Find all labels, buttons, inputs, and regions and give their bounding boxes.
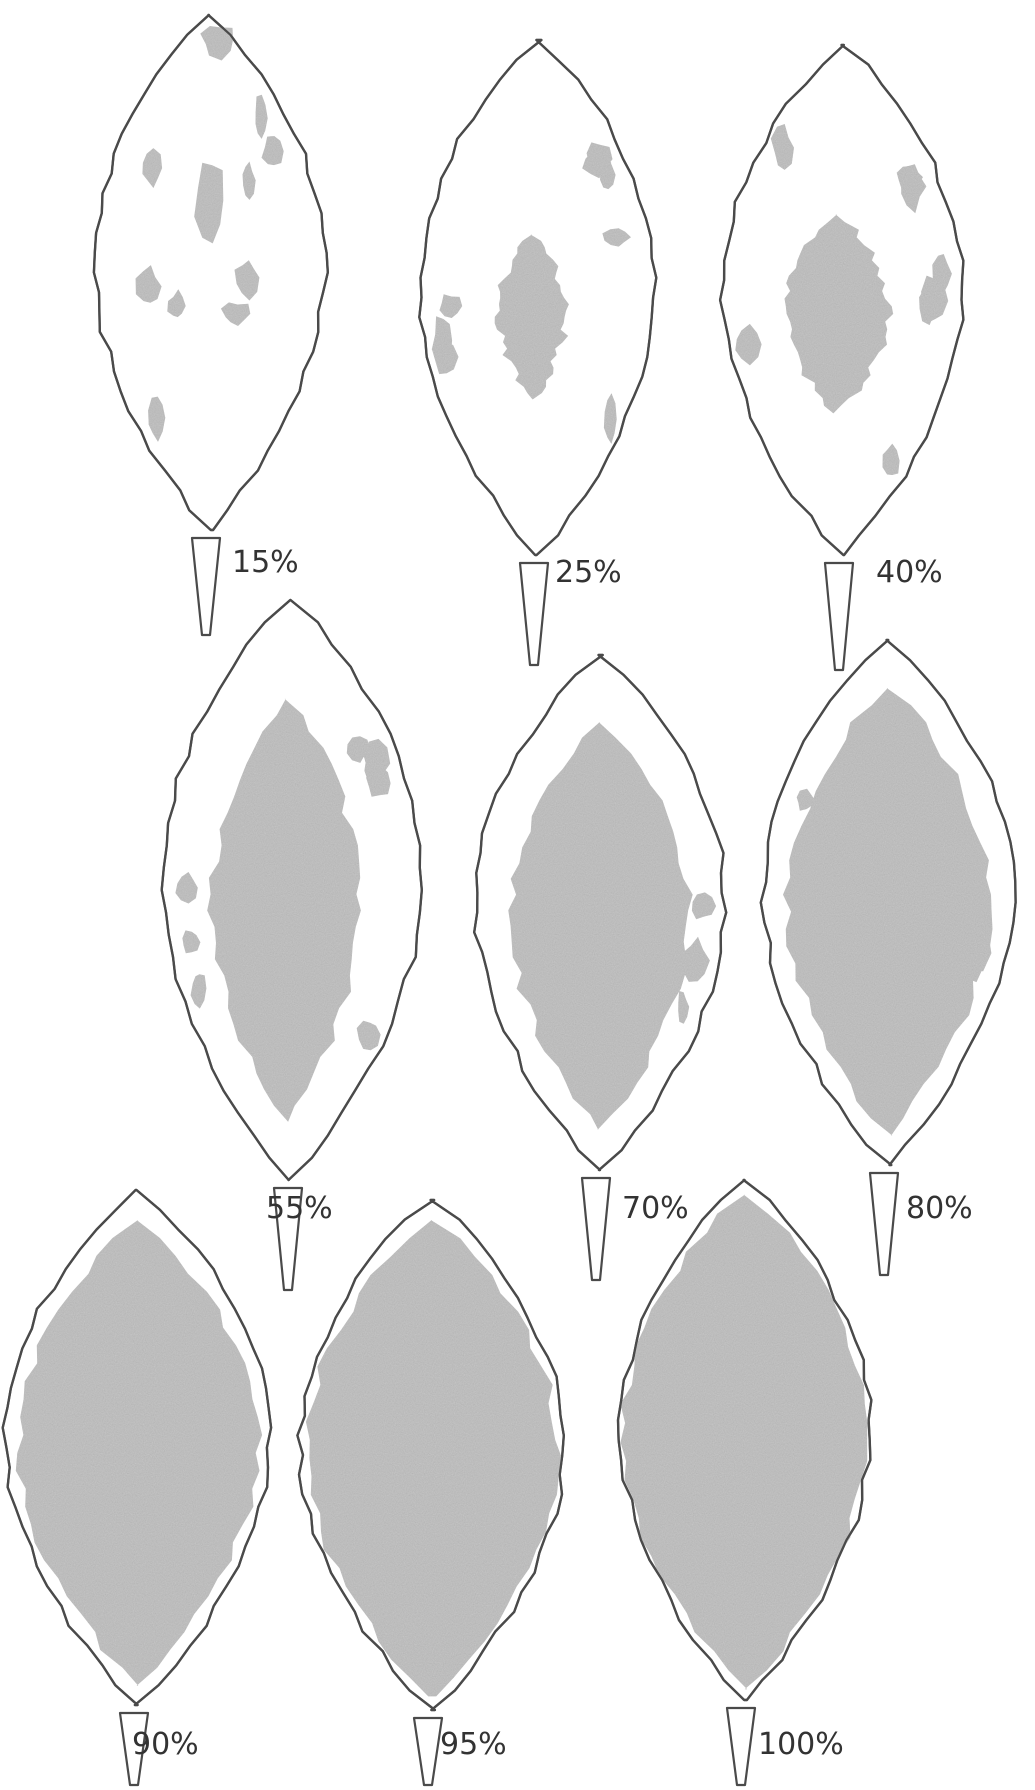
coverage-label-40: 40% (876, 555, 943, 590)
coverage-label-25: 25% (555, 555, 622, 590)
coverage-label-100: 100% (758, 1727, 844, 1762)
coverage-label-55: 55% (266, 1191, 333, 1226)
coverage-label-70: 70% (622, 1191, 689, 1226)
coverage-label-90: 90% (132, 1727, 199, 1762)
coverage-label-95: 95% (440, 1727, 507, 1762)
coverage-label-15: 15% (232, 545, 299, 580)
coverage-label-80: 80% (906, 1191, 973, 1226)
